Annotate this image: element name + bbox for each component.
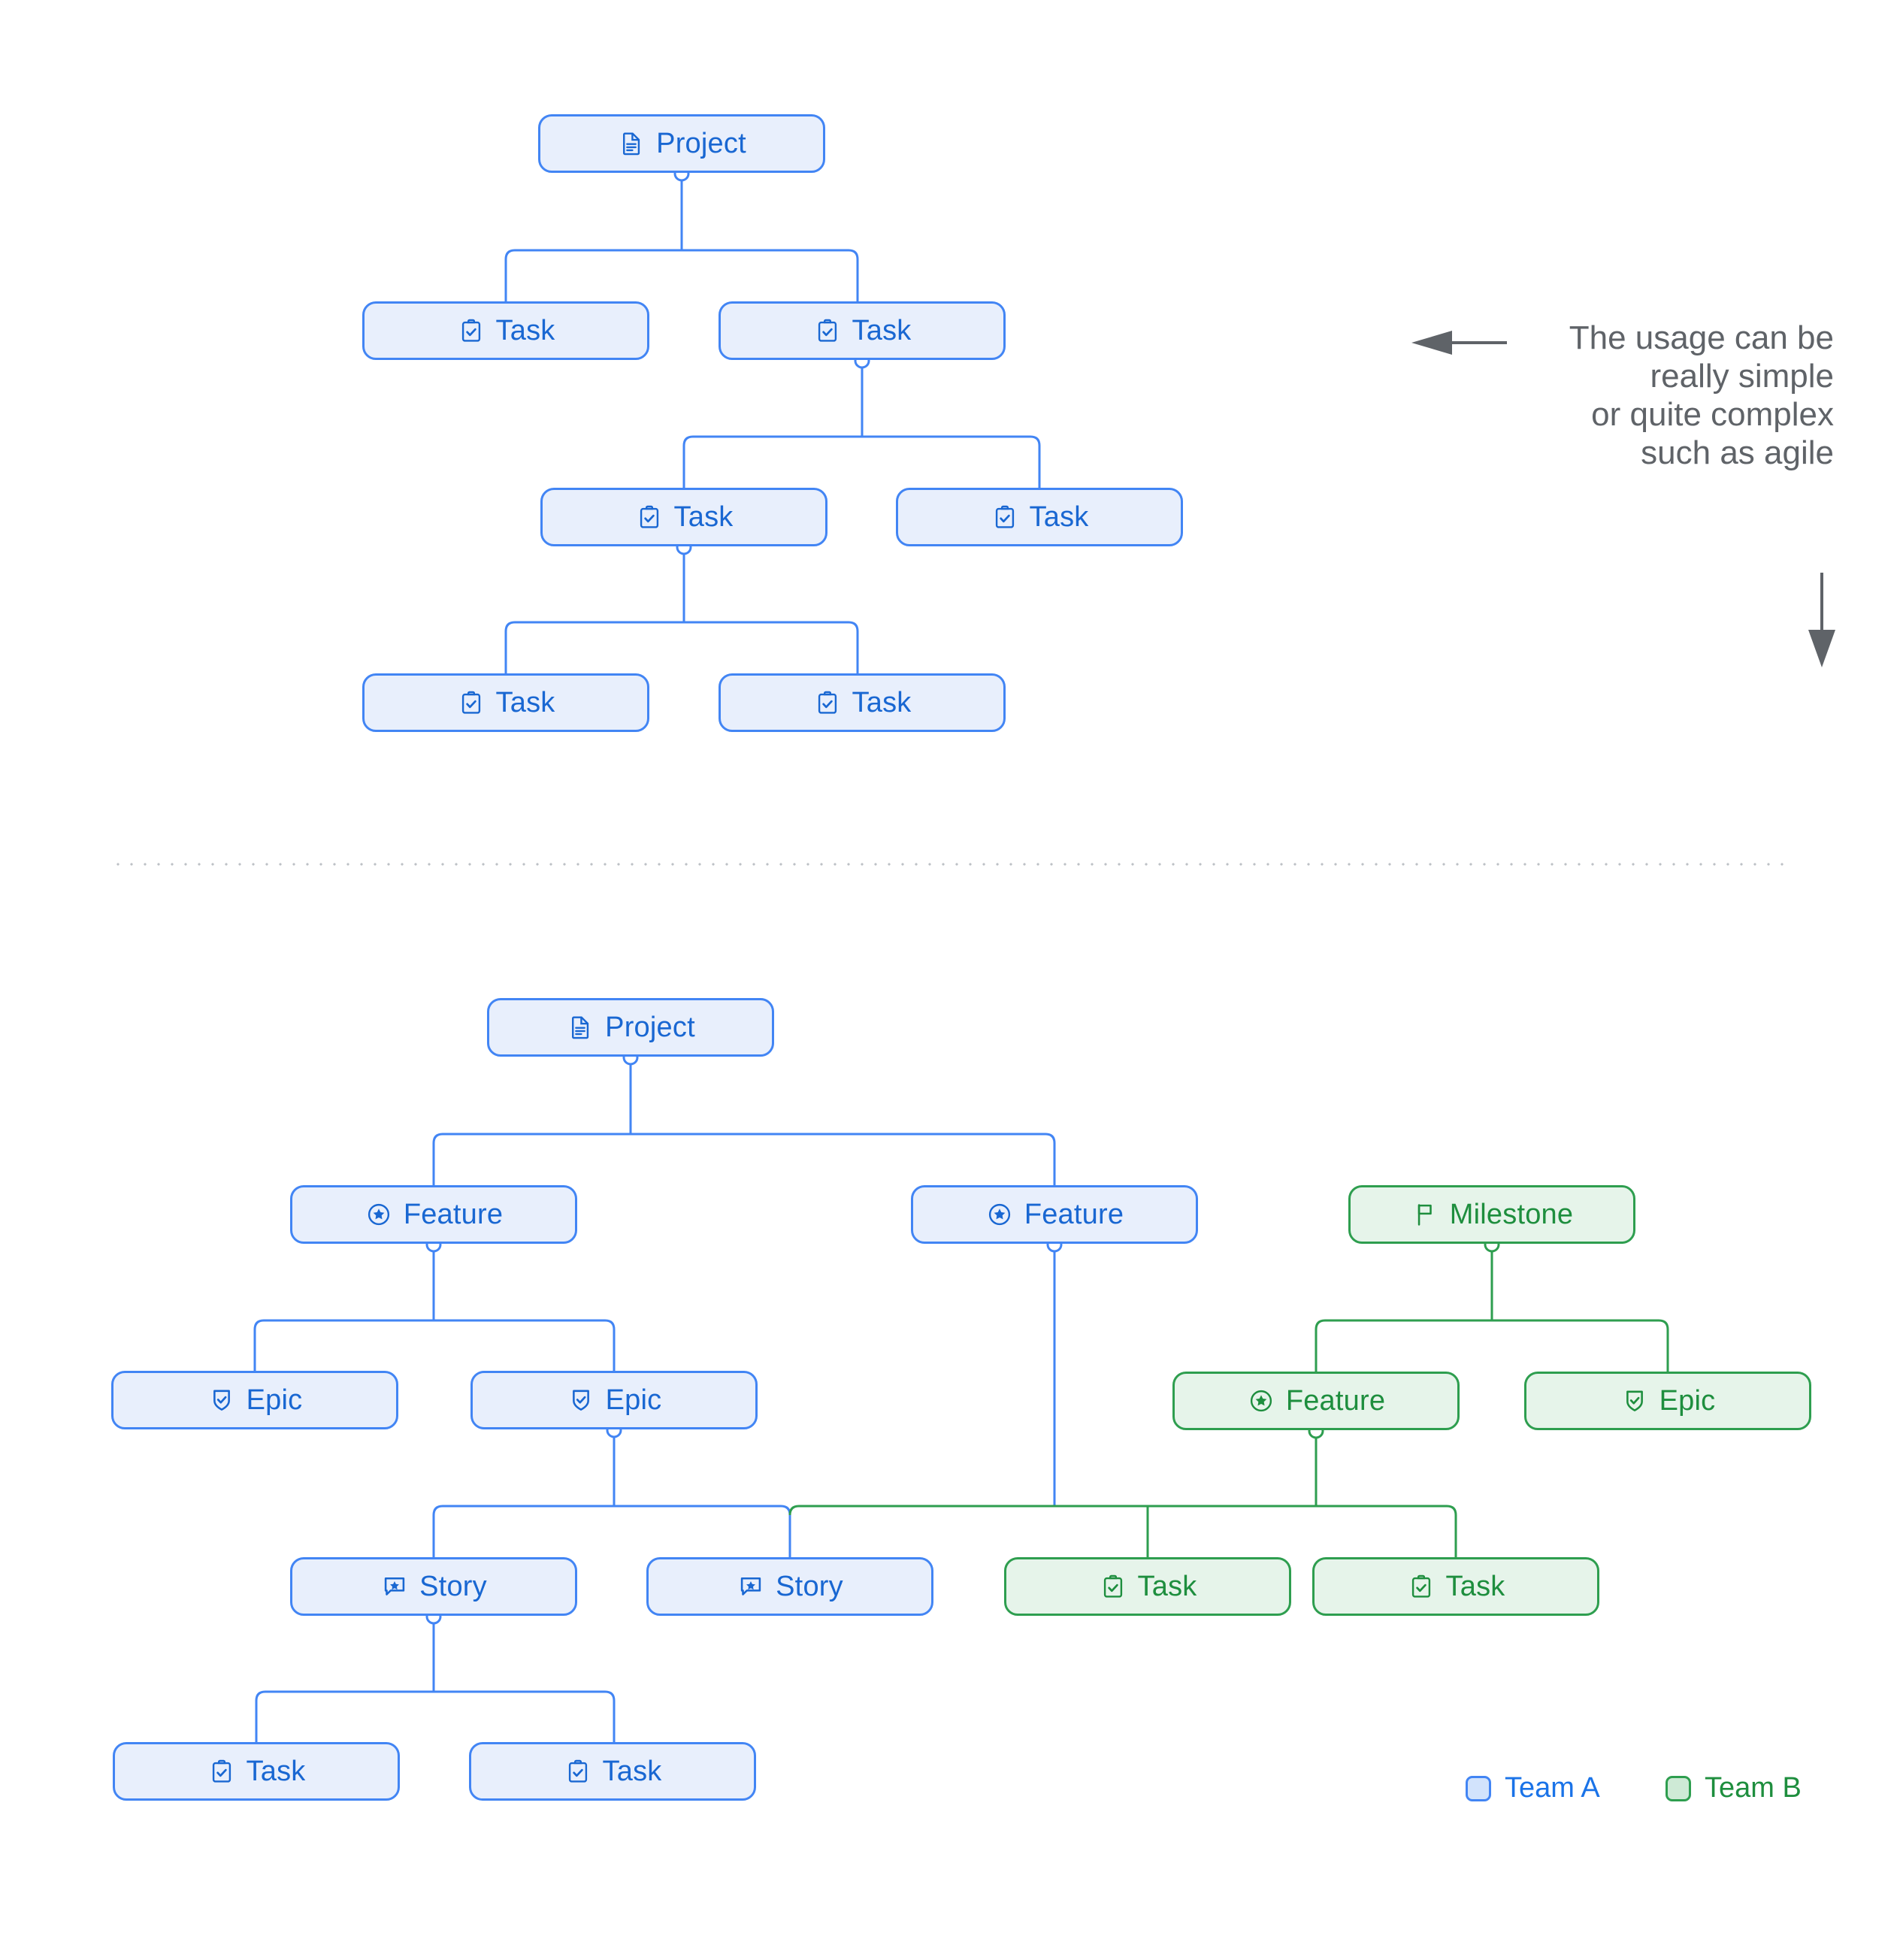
node-task[interactable]: Task	[896, 488, 1183, 546]
clipboard-check-icon	[1099, 1572, 1127, 1601]
node-epic[interactable]: Epic	[470, 1371, 758, 1429]
clipboard-check-icon	[457, 316, 486, 345]
edge-task2-to-children	[682, 360, 1041, 488]
legend-label: Team A	[1505, 1772, 1600, 1804]
node-label: Task	[495, 686, 555, 718]
clipboard-check-icon	[991, 503, 1019, 531]
node-epic[interactable]: Epic	[1524, 1372, 1811, 1430]
star-circle-icon	[985, 1200, 1014, 1229]
document-icon	[566, 1013, 594, 1042]
star-circle-icon	[1247, 1387, 1275, 1415]
node-label: Task	[246, 1755, 306, 1787]
node-project[interactable]: Project	[487, 998, 774, 1057]
node-label: Task	[852, 686, 912, 718]
edge-astory1-to-tasks	[255, 1616, 616, 1742]
node-feature[interactable]: Feature	[1172, 1372, 1460, 1430]
node-label: Task	[1029, 501, 1089, 533]
node-task[interactable]: Task	[719, 673, 1006, 732]
node-label: Feature	[1024, 1198, 1124, 1230]
annotation-line-4: such as agile	[1641, 434, 1834, 472]
node-label: Task	[1137, 1570, 1197, 1602]
annotation-line-2: really simple	[1650, 358, 1834, 395]
legend-swatch-team-a	[1466, 1775, 1491, 1801]
node-label: Epic	[1659, 1384, 1716, 1417]
clipboard-check-icon	[564, 1757, 592, 1786]
clipboard-check-icon	[813, 316, 842, 345]
node-task[interactable]: Task	[540, 488, 827, 546]
node-label: Feature	[403, 1198, 504, 1230]
node-label: Story	[419, 1570, 487, 1602]
node-feature[interactable]: Feature	[911, 1185, 1198, 1244]
star-circle-icon	[365, 1200, 393, 1229]
clipboard-check-icon	[635, 503, 664, 531]
node-label: Milestone	[1449, 1198, 1574, 1230]
edge-task3-to-children	[504, 546, 859, 673]
edge-project-to-tasks	[504, 173, 859, 301]
shield-check-icon	[567, 1386, 595, 1414]
clipboard-check-icon	[1407, 1572, 1436, 1601]
node-story[interactable]: Story	[290, 1557, 577, 1616]
node-label: Epic	[246, 1384, 303, 1416]
node-task[interactable]: Task	[1004, 1557, 1291, 1616]
node-epic[interactable]: Epic	[111, 1371, 398, 1429]
node-task[interactable]: Task	[113, 1742, 400, 1801]
node-label: Project	[605, 1011, 695, 1043]
edge-amilestone-to-children	[1315, 1244, 1669, 1372]
section-divider	[111, 863, 1793, 866]
node-label: Feature	[1285, 1384, 1386, 1417]
clipboard-check-icon	[207, 1757, 236, 1786]
clipboard-check-icon	[457, 688, 486, 717]
comment-star-icon	[380, 1572, 409, 1601]
legend-item-team-b[interactable]: Team B	[1666, 1772, 1802, 1804]
node-task[interactable]: Task	[719, 301, 1006, 360]
shield-check-icon	[1620, 1387, 1649, 1415]
node-label: Task	[673, 501, 734, 533]
node-task[interactable]: Task	[469, 1742, 756, 1801]
node-feature[interactable]: Feature	[290, 1185, 577, 1244]
node-label: Story	[776, 1570, 843, 1602]
clipboard-check-icon	[813, 688, 842, 717]
node-milestone[interactable]: Milestone	[1348, 1185, 1635, 1244]
node-label: Epic	[605, 1384, 662, 1416]
node-task[interactable]: Task	[362, 301, 649, 360]
node-label: Task	[1445, 1570, 1505, 1602]
node-task[interactable]: Task	[362, 673, 649, 732]
edge-afeature1-to-epics	[253, 1244, 616, 1371]
legend-label: Team B	[1705, 1772, 1802, 1804]
comment-star-icon	[737, 1572, 765, 1601]
node-task[interactable]: Task	[1312, 1557, 1599, 1616]
edge-afeature3-to-tasks	[788, 1430, 1457, 1557]
node-label: Task	[495, 314, 555, 346]
node-label: Project	[656, 127, 746, 159]
shield-check-icon	[207, 1386, 236, 1414]
node-project[interactable]: Project	[538, 114, 825, 173]
annotation-line-3: or quite complex	[1591, 396, 1834, 434]
node-story[interactable]: Story	[646, 1557, 933, 1616]
node-label: Task	[602, 1755, 662, 1787]
edge-aepic2-to-stories	[432, 1429, 791, 1557]
edge-aproject-to-features	[432, 1057, 1056, 1185]
legend-item-team-a[interactable]: Team A	[1466, 1772, 1600, 1804]
legend-swatch-team-b	[1666, 1775, 1691, 1801]
document-icon	[617, 129, 646, 158]
annotation-line-1: The usage can be	[1569, 319, 1834, 356]
node-label: Task	[852, 314, 912, 346]
flag-icon	[1411, 1200, 1439, 1229]
annotation-text: The usage can be really simple or quite …	[1368, 319, 1834, 472]
